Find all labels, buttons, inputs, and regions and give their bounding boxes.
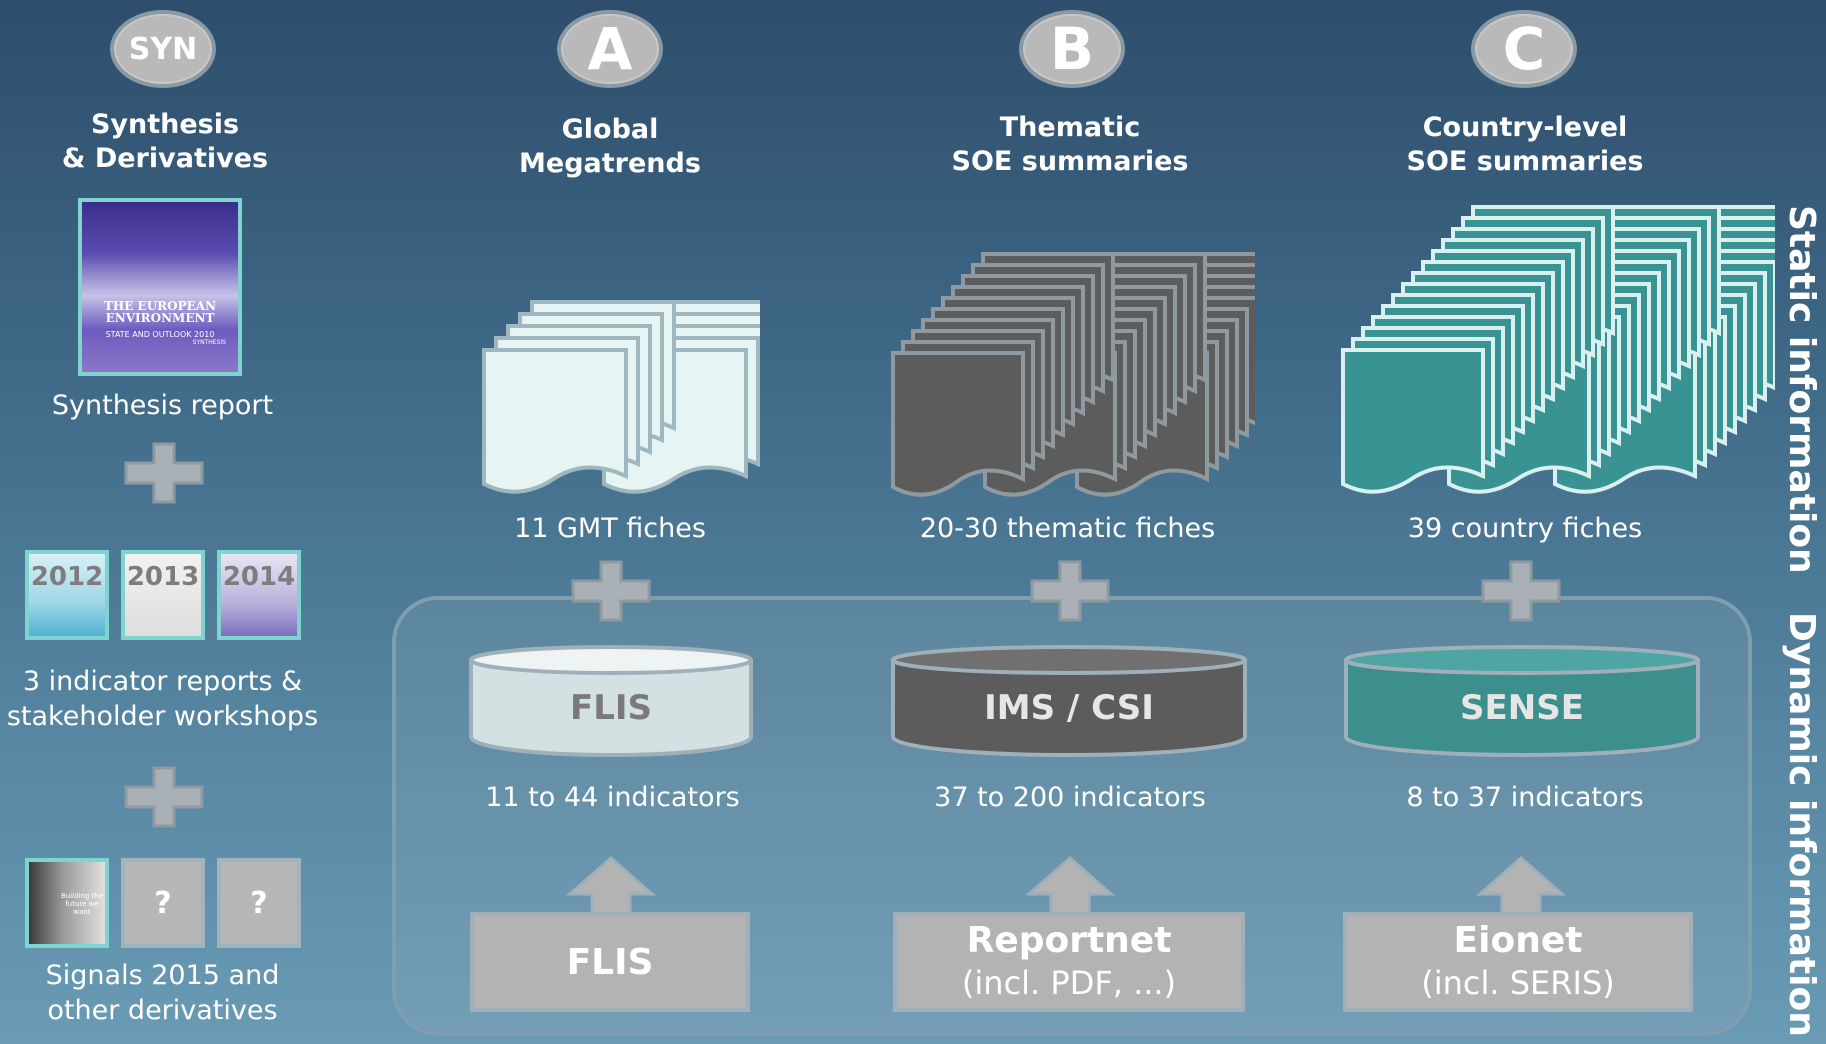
indicator-report-2012: 2012 (25, 550, 109, 640)
heading-syn-line2: & Derivatives (61, 143, 269, 174)
heading-a-line2: Megatrends (519, 148, 701, 179)
heading-c-line1: Country-level (1422, 112, 1628, 143)
question-mark: ? (154, 885, 172, 921)
sense-database-icon (1344, 645, 1700, 757)
sense-indicators-label: 8 to 37 indicators (1406, 782, 1644, 813)
badge-syn: SYN (110, 10, 216, 88)
heading-c-line2: SOE summaries (1406, 146, 1644, 177)
indicator-report-2013: 2013 (121, 550, 205, 640)
fiche-page (1341, 348, 1485, 494)
reportnet-source-subtitle: (incl. PDF, ...) (961, 964, 1177, 1002)
badge-a: A (557, 10, 663, 88)
indicator-reports-line2: stakeholder workshops (6, 701, 319, 732)
dynamic-information-label: Dynamic information (1781, 612, 1822, 1037)
signals-line1: Signals 2015 and (45, 960, 280, 991)
ims-csi-database-icon (891, 645, 1247, 757)
flis-source-title: FLIS (566, 941, 654, 983)
gmt-fiches-label: 11 GMT fiches (514, 513, 706, 544)
unknown-derivative-2: ? (217, 858, 301, 948)
unknown-derivative-1: ? (121, 858, 205, 948)
synthesis-report-label: Synthesis report (51, 390, 274, 421)
flis-database-label: FLIS (569, 688, 653, 728)
up-arrow-icon (1025, 856, 1115, 916)
heading-b-line2: SOE summaries (951, 146, 1189, 177)
plus-icon (124, 442, 204, 504)
plus-icon (124, 766, 204, 828)
thematic-fiches-label: 20-30 thematic fiches (919, 513, 1216, 544)
fiche-page (482, 348, 628, 494)
plus-icon (571, 560, 651, 622)
synthesis-report-cover: THE EUROPEAN ENVIRONMENT STATE AND OUTLO… (78, 198, 242, 376)
heading-c: Country-level SOE summaries (1385, 111, 1665, 179)
flis-indicators-label: 11 to 44 indicators (485, 782, 740, 813)
signals-caption: Building the future we want (60, 892, 104, 916)
badge-b: B (1019, 10, 1125, 88)
thematic-fiche-stack (891, 252, 1255, 497)
signals-line2: other derivatives (47, 995, 278, 1026)
indicator-reports-label: 3 indicator reports & stakeholder worksh… (0, 664, 325, 734)
cover-tag-text: SYNTHESIS (192, 339, 226, 346)
cover-title: THE EUROPEAN ENVIRONMENT (103, 299, 217, 325)
eionet-source-subtitle: (incl. SERIS) (1421, 964, 1615, 1002)
reportnet-source-title: Reportnet (966, 920, 1172, 961)
up-arrow-icon (1476, 856, 1566, 916)
signals-2015-cover: Building the future we want (25, 858, 109, 948)
indicator-reports-line1: 3 indicator reports & (22, 666, 303, 697)
up-arrow-icon (566, 856, 656, 916)
flis-database-icon (469, 645, 753, 757)
heading-b-line1: Thematic (999, 112, 1141, 143)
flis-source-box: FLIS (470, 912, 750, 1012)
indicator-report-2014: 2014 (217, 550, 301, 640)
heading-syn: Synthesis & Derivatives (40, 108, 290, 176)
eionet-source-title: Eionet (1453, 920, 1583, 961)
eionet-source-box: Eionet (incl. SERIS) (1343, 912, 1693, 1012)
static-information-label: Static information (1781, 205, 1822, 574)
year-label: 2012 (30, 562, 104, 592)
cover-subtitle: STATE AND OUTLOOK 2010 SYNTHESIS (82, 330, 238, 346)
ims-csi-database-label: IMS / CSI (984, 688, 1154, 728)
question-mark: ? (250, 885, 268, 921)
heading-syn-line1: Synthesis (90, 109, 240, 140)
country-fiche-stack (1341, 205, 1775, 494)
signals-label: Signals 2015 and other derivatives (20, 958, 305, 1028)
heading-b: Thematic SOE summaries (930, 111, 1210, 179)
ims-csi-indicators-label: 37 to 200 indicators (934, 782, 1206, 813)
fiche-page (891, 351, 1025, 497)
cover-subtitle-text: STATE AND OUTLOOK 2010 (105, 330, 215, 339)
heading-a: Global Megatrends (470, 113, 750, 181)
country-fiches-label: 39 country fiches (1407, 513, 1643, 544)
plus-icon (1481, 560, 1561, 622)
year-label: 2014 (222, 562, 296, 592)
year-label: 2013 (126, 562, 200, 592)
plus-icon (1030, 560, 1110, 622)
heading-a-line1: Global (561, 114, 659, 145)
gmt-fiche-stack (482, 300, 760, 494)
sense-database-label: SENSE (1460, 688, 1584, 728)
badge-c: C (1471, 10, 1577, 88)
reportnet-source-box: Reportnet (incl. PDF, ...) (893, 912, 1245, 1012)
